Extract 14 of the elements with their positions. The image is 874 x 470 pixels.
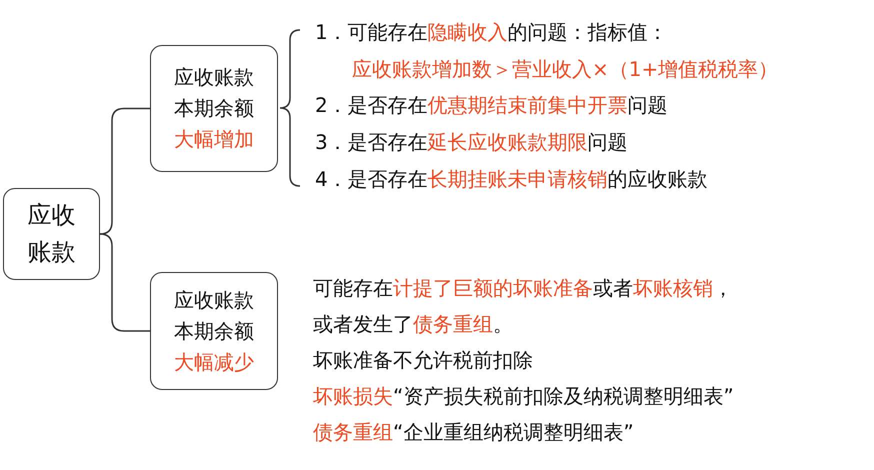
- note-text: 3．是否存在延长应收账款期限问题: [315, 129, 628, 156]
- note-text: 坏账准备不允许税前扣除: [313, 347, 533, 374]
- rounded-box: 应收账款: [3, 188, 100, 280]
- note-text: 债务重组“企业重组纳税调整明细表”: [313, 419, 634, 446]
- note-text: 1．可能存在隐瞒收入的问题：指标值：: [315, 19, 668, 46]
- connector-line: [100, 233, 150, 332]
- note-text: 4．是否存在长期挂账未申请核销的应收账款: [315, 166, 708, 193]
- rounded-box: 应收账款本期余额大幅增加: [150, 45, 278, 172]
- note-text: 2．是否存在优惠期结束前集中开票问题: [315, 92, 668, 119]
- note-text: 坏账损失“资产损失税前扣除及纳税调整明细表”: [313, 383, 734, 410]
- note-text: 应收账款增加数＞营业收入×（1+增值税税率）: [352, 56, 778, 83]
- note-text: 可能存在计提了巨额的坏账准备或者坏账核销，或者发生了债务重组。: [313, 275, 734, 338]
- rounded-box: 应收账款本期余额大幅减少: [150, 272, 278, 390]
- connector-line: [100, 108, 150, 235]
